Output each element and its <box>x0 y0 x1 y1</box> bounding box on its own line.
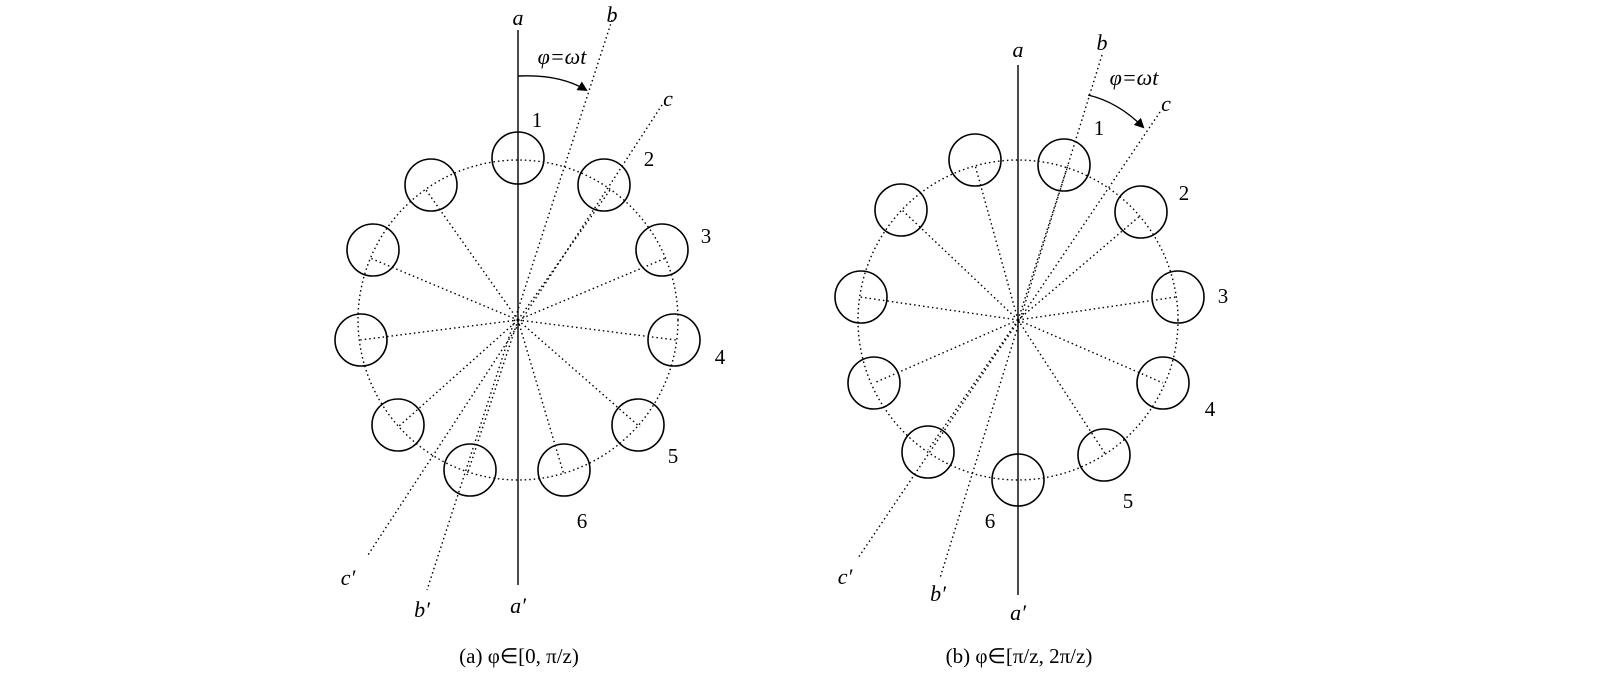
rotation-arrow <box>1087 94 1145 129</box>
panel-b: a b c a′ b′ c′ φ=ωt 1 2 3 4 5 6 (b) φ∈[π… <box>834 30 1229 668</box>
ball-6 <box>537 443 591 497</box>
axis-b-line <box>426 19 613 591</box>
ball-8 <box>901 425 955 479</box>
pitch-circle <box>357 159 679 481</box>
label-b-bottom: b′ <box>930 581 947 606</box>
angle-label: φ=ωt <box>538 44 588 69</box>
caption-b: (b) φ∈[π/z, 2π/z) <box>946 644 1093 668</box>
rotation-arrow <box>517 75 588 92</box>
ball-5 <box>611 398 665 452</box>
ball-number-2: 2 <box>1179 181 1190 205</box>
ball-number-4: 4 <box>715 345 726 369</box>
label-b-top: b <box>607 2 618 27</box>
ball-6 <box>1077 428 1131 482</box>
ball-8 <box>371 398 425 452</box>
ball-5 <box>1136 356 1190 410</box>
ball-number-3: 3 <box>1218 284 1229 308</box>
ball-2 <box>1037 138 1091 192</box>
ball-2 <box>577 158 631 212</box>
ball-number-6: 6 <box>985 509 996 533</box>
ball-4 <box>647 313 701 367</box>
caption-a: (a) φ∈[0, π/z) <box>459 644 579 668</box>
label-c-top: c <box>1161 91 1171 116</box>
axis-c-line <box>857 111 1161 559</box>
ball-3 <box>1114 185 1168 239</box>
label-a-top: a <box>513 5 524 30</box>
label-b-bottom: b′ <box>414 597 431 622</box>
ball-7 <box>991 453 1045 507</box>
ball-number-1: 1 <box>1094 116 1105 140</box>
ball-number-3: 3 <box>701 224 712 248</box>
pitch-circle <box>857 159 1179 481</box>
ball-11 <box>874 183 928 237</box>
ball-4 <box>1151 270 1205 324</box>
axis-b-line <box>939 54 1103 579</box>
label-a-bottom: a′ <box>510 593 527 618</box>
ball-10 <box>834 270 888 324</box>
ball-10 <box>346 223 400 277</box>
label-b-top: b <box>1097 30 1108 55</box>
ball-11 <box>404 158 458 212</box>
ball-9 <box>334 313 388 367</box>
ball-number-6: 6 <box>577 509 588 533</box>
label-c-top: c <box>663 86 673 111</box>
label-c-bottom: c′ <box>838 564 854 589</box>
label-a-top: a <box>1013 37 1024 62</box>
ball-number-5: 5 <box>1123 489 1134 513</box>
ball-7 <box>443 443 497 497</box>
radial-lines <box>359 189 677 476</box>
balls <box>834 133 1205 507</box>
ball-number-1: 1 <box>532 108 543 132</box>
label-a-bottom: a′ <box>1010 600 1027 625</box>
ball-3 <box>635 223 689 277</box>
ball-number-4: 4 <box>1205 397 1216 421</box>
balls <box>334 131 701 497</box>
angle-label: φ=ωt <box>1110 65 1160 90</box>
ball-9 <box>847 356 901 410</box>
panel-a: a b c a′ b′ c′ φ=ωt 1 2 3 4 5 6 (a) φ∈[0… <box>334 2 726 668</box>
label-c-bottom: c′ <box>341 565 357 590</box>
ball-1 <box>491 131 545 185</box>
ball-number-2: 2 <box>644 147 655 171</box>
ball-number-5: 5 <box>668 444 679 468</box>
ball-1 <box>948 133 1002 187</box>
